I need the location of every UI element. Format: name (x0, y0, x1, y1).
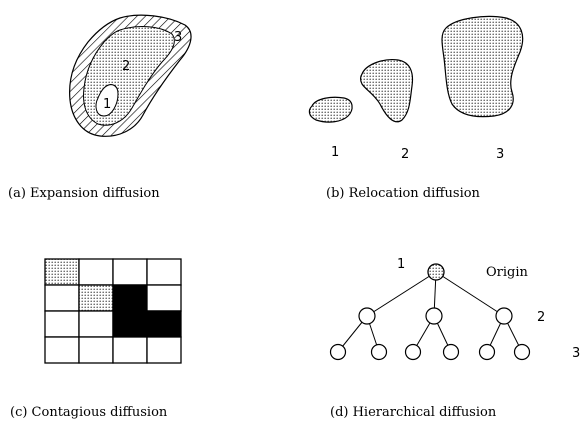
level-2-node (425, 307, 443, 325)
grid-cell-black (146, 310, 182, 338)
grid-cell-empty (112, 258, 148, 286)
grid-cell-black (112, 284, 148, 312)
expansion-zone-label-2: 2 (122, 59, 130, 74)
level-3-node (404, 343, 422, 361)
grid-cell-dotted (78, 284, 114, 312)
hierarchy-level-label-2: 2 (537, 310, 545, 325)
level-3-node (478, 343, 496, 361)
relocation-stage-label-1: 1 (331, 145, 339, 160)
relocation-shape-3 (441, 15, 524, 118)
grid-cell-empty (78, 258, 114, 286)
grid-cell-empty (44, 336, 80, 364)
caption-contagious-diffusion: (c) Contagious diffusion (10, 405, 168, 420)
relocation-shape-1 (308, 96, 353, 123)
level-3-node (442, 343, 460, 361)
grid-cell-empty (44, 284, 80, 312)
grid-cell-empty (146, 336, 182, 364)
caption-relocation-diffusion: (b) Relocation diffusion (326, 186, 480, 201)
grid-cell-empty (146, 258, 182, 286)
level-2-node (358, 307, 376, 325)
grid-cell-empty (146, 284, 182, 312)
origin-label: Origin (486, 265, 529, 280)
grid-cell-empty (78, 310, 114, 338)
origin-node (427, 263, 445, 281)
grid-cell-empty (112, 336, 148, 364)
grid-cell-empty (44, 310, 80, 338)
relocation-shape-2 (359, 59, 414, 123)
level-3-node (370, 343, 388, 361)
expansion-zone-label-1: 1 (103, 97, 111, 112)
level-2-node (495, 307, 513, 325)
expansion-diagram (69, 14, 192, 137)
contagious-grid (44, 258, 182, 364)
caption-hierarchical-diffusion: (d) Hierarchical diffusion (330, 405, 497, 420)
expansion-zone-1 (95, 84, 119, 117)
hierarchy-tree (329, 263, 531, 361)
grid-cell-dotted (44, 258, 80, 286)
hierarchy-level-label-3: 3 (572, 346, 580, 361)
relocation-stage-label-3: 3 (496, 147, 504, 162)
hierarchy-level-label-1: 1 (397, 257, 405, 272)
relocation-diagram (308, 15, 524, 123)
grid-cell-black (112, 310, 148, 338)
level-3-node (329, 343, 347, 361)
caption-expansion-diffusion: (a) Expansion diffusion (8, 186, 160, 201)
level-3-node (513, 343, 531, 361)
grid-cell-empty (78, 336, 114, 364)
expansion-zone-label-3: 3 (174, 30, 182, 45)
relocation-stage-label-2: 2 (401, 147, 409, 162)
